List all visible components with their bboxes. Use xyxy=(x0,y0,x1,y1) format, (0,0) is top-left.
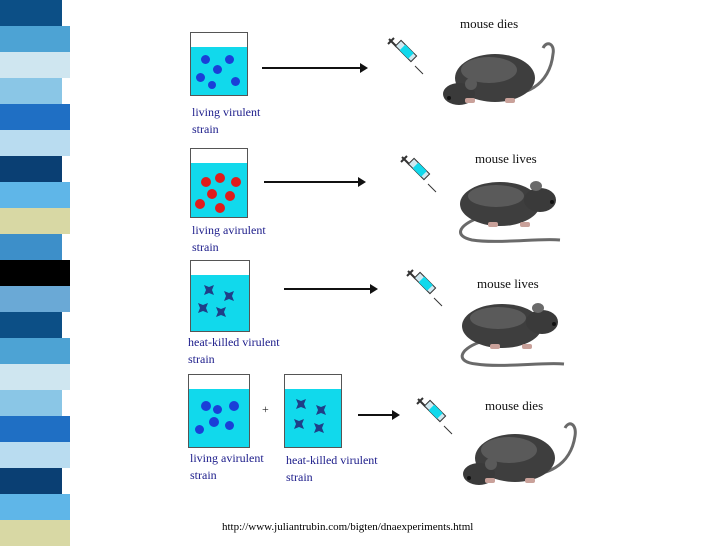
heat-killed-cell xyxy=(293,417,305,435)
heat-killed-cell xyxy=(313,421,325,439)
sidebar-stripe xyxy=(0,364,70,390)
mouse-icon xyxy=(448,170,568,251)
virulent-cell xyxy=(201,55,210,64)
sidebar-stripe xyxy=(0,416,70,442)
mouse-icon xyxy=(450,292,570,375)
avirulent-cell-blue xyxy=(209,417,219,427)
beaker-mix-heat-killed xyxy=(284,374,342,448)
avirulent-cell xyxy=(215,203,225,213)
sidebar-stripe xyxy=(0,104,70,130)
mouse-icon xyxy=(455,412,580,497)
virulent-cell xyxy=(196,73,205,82)
beaker-heat-killed-virulent xyxy=(190,260,250,332)
row1-arrow xyxy=(262,63,368,73)
syringe-icon xyxy=(385,36,425,81)
sidebar-stripe xyxy=(0,286,70,312)
sidebar-stripe xyxy=(0,442,70,468)
griffith-experiment-diagram: living virulent strain mouse dies xyxy=(180,0,580,500)
beaker-living-virulent xyxy=(190,32,248,96)
sidebar-stripe xyxy=(0,156,62,182)
sidebar-stripe xyxy=(0,234,62,260)
row3-result: mouse lives xyxy=(477,276,539,291)
virulent-cell xyxy=(213,65,222,74)
row1-label: living virulent strain xyxy=(192,105,261,136)
beaker-mix-living-avirulent xyxy=(188,374,250,448)
avirulent-cell-blue xyxy=(195,425,204,434)
row2-label: living avirulent strain xyxy=(192,223,266,254)
heat-killed-cell xyxy=(295,397,307,415)
mouse-icon xyxy=(435,34,560,117)
syringe-icon xyxy=(398,154,438,199)
heat-killed-cell xyxy=(315,403,327,421)
sidebar-stripe xyxy=(0,520,70,546)
avirulent-cell xyxy=(195,199,205,209)
sidebar-stripe xyxy=(0,494,70,520)
sidebar-stripe xyxy=(0,312,62,338)
avirulent-cell-blue xyxy=(229,401,239,411)
avirulent-cell xyxy=(201,177,211,187)
avirulent-cell xyxy=(215,173,225,183)
row3-label: heat-killed virulent strain xyxy=(188,335,280,366)
virulent-cell xyxy=(231,77,240,86)
decorative-sidebar xyxy=(0,0,70,546)
heat-killed-cell xyxy=(215,305,227,323)
avirulent-cell xyxy=(231,177,241,187)
row4-arrow xyxy=(358,410,400,420)
sidebar-stripe xyxy=(0,182,70,208)
row4-result: mouse dies xyxy=(485,398,544,413)
avirulent-cell xyxy=(207,189,217,199)
avirulent-cell-blue xyxy=(201,401,211,411)
sidebar-stripe xyxy=(0,338,70,364)
plus-sign: + xyxy=(262,402,269,416)
heat-killed-cell xyxy=(223,289,235,307)
avirulent-cell xyxy=(225,191,235,201)
sidebar-stripe xyxy=(0,208,70,234)
row2-result: mouse lives xyxy=(475,151,537,166)
row4-label-b: heat-killed virulent strain xyxy=(286,453,378,484)
syringe-icon xyxy=(414,396,454,441)
source-url: http://www.juliantrubin.com/bigten/dnaex… xyxy=(222,521,474,533)
sidebar-stripe xyxy=(0,52,70,78)
sidebar-stripe xyxy=(0,26,70,52)
row1-result: mouse dies xyxy=(460,16,519,31)
heat-killed-cell xyxy=(197,301,209,319)
sidebar-stripe xyxy=(0,0,62,26)
row3-arrow xyxy=(284,284,378,294)
beaker-living-avirulent xyxy=(190,148,248,218)
sidebar-stripe xyxy=(0,468,62,494)
virulent-cell xyxy=(225,55,234,64)
sidebar-stripe xyxy=(0,130,70,156)
row2-arrow xyxy=(264,177,366,187)
sidebar-stripe xyxy=(0,78,62,104)
heat-killed-cell xyxy=(203,283,215,301)
row4-label-a: living avirulent strain xyxy=(190,451,264,482)
virulent-cell xyxy=(208,81,216,89)
sidebar-stripe xyxy=(0,260,70,286)
syringe-icon xyxy=(404,268,444,313)
avirulent-cell-blue xyxy=(225,421,234,430)
sidebar-stripe xyxy=(0,390,62,416)
avirulent-cell-blue xyxy=(213,405,222,414)
